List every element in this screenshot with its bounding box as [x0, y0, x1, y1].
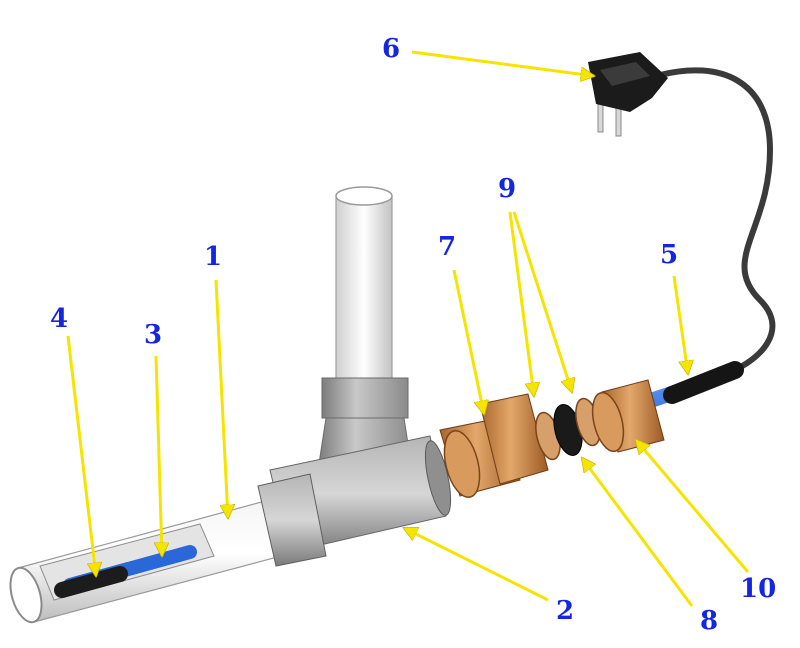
- arrow-2: [404, 526, 549, 602]
- arrow-6: [411, 50, 594, 76]
- brass-fitting-face: [443, 430, 481, 498]
- label-8: 8: [700, 606, 719, 636]
- arrow-3: [156, 355, 162, 556]
- pipe-end-opening: [9, 566, 43, 624]
- arrow-9b: [512, 211, 572, 392]
- arrow-10: [636, 440, 750, 573]
- plastic-pipe: [9, 496, 297, 624]
- label-7: 7: [438, 232, 457, 262]
- power-cord: [657, 67, 776, 375]
- brass-gland-fitting: [439, 393, 549, 498]
- cable-end-sleeve: [663, 361, 744, 404]
- vertical-pipe: [335, 186, 393, 397]
- arrow-4: [66, 335, 96, 576]
- arrow-5: [672, 275, 688, 374]
- arrow-1: [214, 279, 228, 518]
- arrow-8: [582, 458, 694, 607]
- label-1: 1: [204, 242, 223, 272]
- plug-highlight: [600, 62, 650, 86]
- cable-end-cap: [54, 566, 128, 598]
- brass-nut: [591, 379, 665, 453]
- tee-left-nut: [257, 473, 327, 567]
- arrow-7: [452, 269, 484, 414]
- power-plug: [588, 52, 668, 137]
- label-10: 10: [740, 574, 777, 604]
- leader-arrows: [66, 50, 750, 607]
- label-3: 3: [144, 320, 163, 350]
- tee-right-opening: [424, 440, 452, 516]
- label-6: 6: [382, 34, 401, 64]
- label-9: 9: [498, 174, 517, 204]
- brass-fitting-hex: [479, 393, 549, 485]
- arrow-9a: [508, 211, 534, 396]
- label-5: 5: [660, 240, 679, 270]
- tee-fitting: [257, 377, 452, 567]
- label-4: 4: [50, 304, 69, 334]
- vertical-pipe-body: [335, 195, 393, 397]
- label-2: 2: [556, 596, 575, 626]
- brass-nut-face: [591, 391, 625, 453]
- plug-body: [588, 52, 668, 112]
- tee-top-nut: [321, 377, 409, 419]
- vertical-pipe-top: [335, 186, 393, 206]
